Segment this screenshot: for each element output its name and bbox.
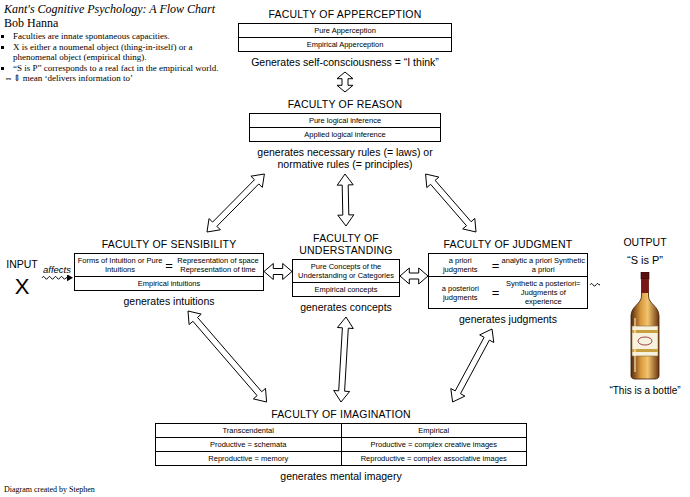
faculty-heading: FACULTY OF SENSIBILITY <box>74 232 264 253</box>
table-cell: Pure logical inference <box>250 114 440 127</box>
table-cell: a posteriori judgments=Synthetic a poste… <box>429 277 587 308</box>
chart-title: Kant's Cognitive Psychology: A Flow Char… <box>4 2 230 16</box>
faculty-node: FACULTY OF JUDGMENTa priori judgments=an… <box>428 232 588 329</box>
faculty-node: FACULTY OF UNDERSTANDING Pure Concepts of… <box>292 226 400 317</box>
io-text: X <box>4 274 40 300</box>
cell-text: Reproductive = memory <box>208 454 288 463</box>
double-arrow <box>188 311 267 402</box>
cell-text: Pure Concepts of the Understanding or Ca… <box>295 262 397 280</box>
connector-label: affects <box>42 264 72 275</box>
double-arrow <box>451 329 494 402</box>
cell-text: Synthetic a posteriori= Judgments of exp… <box>502 279 585 306</box>
cell-text: a posteriori judgments <box>431 284 490 302</box>
table-cell: Forms of Intuition or Pure Intuitions=Re… <box>75 254 263 276</box>
cell-text: Empirical intuitions <box>138 279 201 288</box>
faculty-heading: FACULTY OF IMAGINATION <box>155 402 527 423</box>
equals-sign: = <box>163 259 175 272</box>
cell-text: Reproductive = complex associative image… <box>361 454 507 463</box>
faculty-table: Forms of Intuition or Pure Intuitions=Re… <box>74 253 264 291</box>
faculty-output: generates mental imagery <box>155 466 527 486</box>
credit-note: Diagram created by Stephen <box>4 485 95 495</box>
faculty-output: generates necessary rules (= laws) or no… <box>249 142 441 174</box>
table-cell: Productive = schemata <box>156 438 341 451</box>
faculty-table: Transcendental EmpiricalProductive = sche… <box>155 423 527 466</box>
io-heading: INPUT <box>4 258 40 271</box>
table-cell: Empirical Apperception <box>239 38 451 51</box>
cell-text: Empirical Apperception <box>307 40 384 49</box>
io-node: INPUT X <box>4 258 40 300</box>
table-cell: Empirical <box>342 424 527 437</box>
table-cell: Applied logical inference <box>250 128 440 141</box>
table-cell: Reproductive = memory <box>156 452 341 465</box>
faculty-node: FACULTY OF REASONPure logical inferenceA… <box>249 92 441 174</box>
faculty-table: Pure logical inferenceApplied logical in… <box>249 113 441 142</box>
cell-text: Forms of Intuition or Pure Intuitions <box>77 256 163 274</box>
cell-text: Representation of space Representation o… <box>175 256 261 274</box>
bottle-illustration <box>628 272 662 380</box>
table-cell: Reproductive = complex associative image… <box>342 452 527 465</box>
faculty-table: Pure ApperceptionEmpirical Apperception <box>238 23 452 52</box>
legend-note: ⇔⇕ mean ‘delivers information to’ <box>4 73 230 84</box>
faculty-node: FACULTY OF APPERCEPTIONPure Apperception… <box>238 2 452 72</box>
double-arrow <box>400 268 428 284</box>
bullet-note: “S is P” corresponds to a real fact in t… <box>13 63 230 74</box>
table-cell: Pure Apperception <box>239 24 451 37</box>
equals-sign: = <box>490 286 502 299</box>
cell-text: Productive = schemata <box>210 440 287 449</box>
notes-block: Kant's Cognitive Psychology: A Flow Char… <box>4 2 230 84</box>
faculty-heading: FACULTY OF JUDGMENT <box>428 232 588 253</box>
faculty-output: generates judgments <box>428 309 588 329</box>
faculty-table: Pure Concepts of the Understanding or Ca… <box>292 259 400 297</box>
note-list: Faculties are innate spontaneous capacit… <box>4 31 230 84</box>
equals-sign: = <box>490 259 502 272</box>
double-arrow <box>337 72 353 92</box>
double-arrow <box>334 317 354 402</box>
cell-text: Empirical concepts <box>315 285 378 294</box>
table-cell: Transcendental <box>156 424 341 437</box>
io-text: “This is a bottle” <box>602 385 688 397</box>
cell-text: Applied logical inference <box>304 130 385 139</box>
cell-text: Productive = complex creative images <box>370 440 497 449</box>
faculty-heading: FACULTY OF REASON <box>249 92 441 113</box>
cell-text: analytic a priori Synthetic a priori <box>502 256 585 274</box>
author-name: Bob Hanna <box>4 16 230 30</box>
faculty-node: FACULTY OF IMAGINATION Transcendental Empi… <box>155 402 527 486</box>
cell-text: Empirical <box>418 426 449 435</box>
table-cell: Productive = complex creative images <box>342 438 527 451</box>
io-heading: OUTPUT <box>602 236 688 249</box>
faculty-output: Generates self-consciousness = “I think” <box>238 52 452 72</box>
table-cell: Empirical concepts <box>293 283 399 296</box>
double-arrow <box>337 174 354 226</box>
bullet-note: X is either a noumenal object (thing-in-… <box>13 42 230 63</box>
double-arrow <box>207 174 264 232</box>
table-cell: a priori judgments=analytic a priori Syn… <box>429 254 587 276</box>
cell-text: Transcendental <box>223 426 274 435</box>
table-cell: Empirical intuitions <box>75 277 263 290</box>
bullet-note: Faculties are innate spontaneous capacit… <box>13 31 230 42</box>
faculty-heading: FACULTY OF APPERCEPTION <box>238 2 452 23</box>
wavy-connector <box>590 283 600 286</box>
table-cell: Pure Concepts of the Understanding or Ca… <box>293 260 399 282</box>
cell-text: a priori judgments <box>431 256 490 274</box>
double-arrow <box>264 264 292 280</box>
io-node: OUTPUT “S is P” “This is a bottle” <box>602 236 688 397</box>
faculty-node: FACULTY OF SENSIBILITYForms of Intuition… <box>74 232 264 311</box>
cell-text: Pure logical inference <box>309 116 381 125</box>
faculty-output: generates intuitions <box>74 291 264 311</box>
wavy-connector <box>42 274 73 281</box>
io-text: “S is P” <box>602 254 688 267</box>
double-arrow <box>426 174 476 232</box>
cell-text: Pure Apperception <box>314 26 376 35</box>
faculty-heading: FACULTY OF UNDERSTANDING <box>292 226 400 259</box>
faculty-output: generates concepts <box>292 297 400 317</box>
faculty-table: a priori judgments=analytic a priori Syn… <box>428 253 588 309</box>
